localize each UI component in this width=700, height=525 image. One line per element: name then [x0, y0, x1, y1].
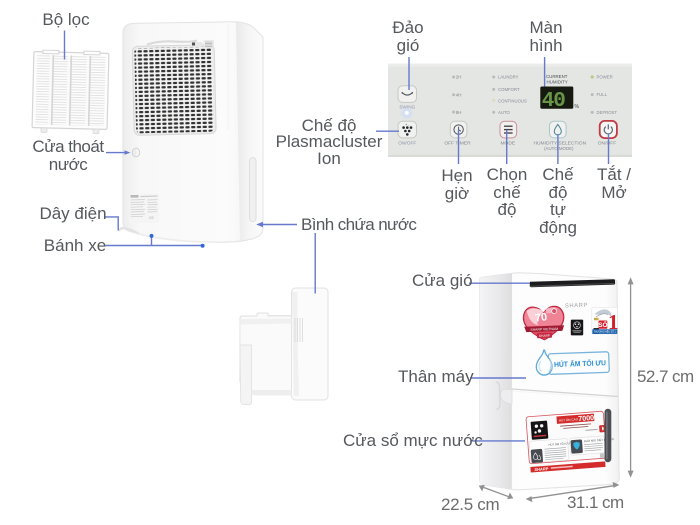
svg-text:CE: CE: [149, 216, 155, 220]
svg-text:HÚT ẨM TỐI ƯU: HÚT ẨM TỐI ƯU: [554, 357, 606, 369]
svg-text:HÚT ẨM CAO: HÚT ẨM CAO: [559, 416, 579, 422]
svg-text:+ -: + -: [405, 123, 409, 127]
svg-text:SHARP: SHARP: [534, 466, 549, 472]
svg-text:ON/OFF: ON/OFF: [598, 141, 616, 147]
svg-text:SỐ: SỐ: [598, 319, 607, 329]
svg-text:CURRENT: CURRENT: [546, 74, 568, 79]
svg-text:8H: 8H: [456, 110, 462, 115]
svg-text:THƯƠNG HIỆU SỐ 1: THƯƠNG HIỆU SỐ 1: [594, 329, 616, 334]
svg-text:7000: 7000: [578, 413, 595, 423]
svg-text:1: 1: [608, 310, 619, 334]
svg-text:COMFORT: COMFORT: [498, 87, 520, 92]
svg-text:4H: 4H: [456, 92, 462, 97]
svg-text:FULL: FULL: [597, 92, 608, 97]
svg-text:SHARP VIETNAM: SHARP VIETNAM: [530, 327, 558, 332]
svg-text:(AUTO MODE): (AUTO MODE): [544, 146, 574, 151]
svg-text:KHỬ MÙI DIỆT KHUẨN: KHỬ MÙI DIỆT KHUẨN: [584, 436, 614, 443]
svg-text:LAUNDRY: LAUNDRY: [498, 75, 519, 80]
svg-text:MODE: MODE: [500, 141, 515, 147]
svg-text:CONTINUOUS: CONTINUOUS: [498, 98, 527, 103]
svg-text:ON/OFF: ON/OFF: [398, 141, 416, 147]
svg-text:2H: 2H: [456, 75, 462, 80]
svg-text:40: 40: [542, 90, 565, 113]
svg-text:HUMIDITY: HUMIDITY: [547, 80, 568, 85]
svg-text:SHARP: SHARP: [539, 334, 550, 338]
svg-text:POWER: POWER: [597, 75, 613, 80]
svg-text:OFF TIMER: OFF TIMER: [444, 141, 471, 147]
svg-text:70: 70: [534, 311, 548, 325]
svg-text:%: %: [575, 104, 580, 110]
svg-text:HUMIDITY SELECTION: HUMIDITY SELECTION: [533, 141, 586, 147]
svg-text:AUTO: AUTO: [498, 110, 511, 115]
svg-text:HÚT ẨM TỐI ƯU: HÚT ẨM TỐI ƯU: [548, 440, 570, 447]
svg-text:SHARP: SHARP: [565, 303, 588, 310]
svg-text:DEFROST: DEFROST: [597, 110, 618, 115]
